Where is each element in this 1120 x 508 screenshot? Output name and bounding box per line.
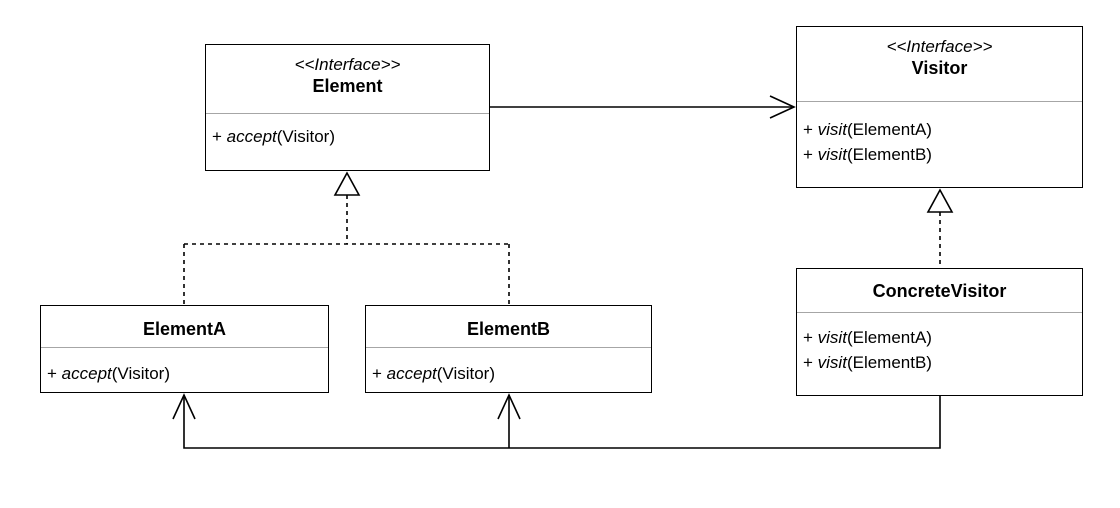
concrete-visitor-header: ConcreteVisitor	[797, 280, 1082, 302]
operation-method: visit	[817, 120, 847, 139]
visitor-interface-box[interactable]: <<Interface>> Visitor + visit(ElementA) …	[796, 26, 1083, 188]
element-b-class-box[interactable]: ElementB + accept(Visitor)	[365, 305, 652, 393]
visitor-header: <<Interface>> Visitor	[797, 37, 1082, 79]
element-operations: + accept(Visitor)	[212, 124, 485, 149]
hollow-triangle-element-icon	[333, 171, 361, 196]
element-separator	[206, 113, 489, 114]
visitor-separator	[797, 101, 1082, 102]
operation-visibility: +	[803, 353, 818, 372]
operation-visibility: +	[803, 145, 818, 164]
element-a-class-box[interactable]: ElementA + accept(Visitor)	[40, 305, 329, 393]
visitor-class-name: Visitor	[911, 58, 968, 78]
element-class-name: Element	[312, 76, 383, 96]
operation-method: visit	[817, 353, 847, 372]
open-arrowhead-element-b-icon	[497, 393, 521, 420]
element-header: <<Interface>> Element	[206, 55, 489, 97]
visitor-operation: + visit(ElementB)	[803, 142, 1078, 167]
operation-params: (Visitor)	[111, 364, 170, 383]
concrete-visitor-class-name: ConcreteVisitor	[872, 281, 1007, 301]
concrete-visitor-separator	[797, 312, 1082, 313]
hollow-triangle-visitor-icon	[926, 188, 954, 213]
element-stereotype: <<Interface>>	[294, 55, 401, 74]
concrete-visitor-operation: + visit(ElementB)	[803, 350, 1078, 375]
operation-params: (ElementB)	[846, 353, 932, 372]
visitor-operations: + visit(ElementA) + visit(ElementB)	[803, 117, 1078, 167]
operation-params: (Visitor)	[276, 127, 335, 146]
open-arrowhead-element-a-icon	[172, 393, 196, 420]
operation-visibility: +	[212, 127, 227, 146]
visitor-stereotype: <<Interface>>	[886, 37, 993, 56]
element-a-header: ElementA	[41, 318, 328, 340]
operation-method: accept	[226, 127, 277, 146]
element-a-operations: + accept(Visitor)	[47, 361, 324, 386]
concrete-visitor-operation: + visit(ElementA)	[803, 325, 1078, 350]
element-b-operations: + accept(Visitor)	[372, 361, 647, 386]
operation-method: visit	[817, 145, 847, 164]
dependency-concrete-visitor-path	[183, 395, 941, 449]
operation-visibility: +	[803, 120, 818, 139]
operation-params: (ElementB)	[846, 145, 932, 164]
visitor-operation: + visit(ElementA)	[803, 117, 1078, 142]
element-a-separator	[41, 347, 328, 348]
concrete-visitor-operations: + visit(ElementA) + visit(ElementB)	[803, 325, 1078, 375]
operation-visibility: +	[372, 364, 387, 383]
element-b-class-name: ElementB	[466, 319, 551, 339]
open-arrowhead-visitor-icon	[769, 95, 796, 119]
element-b-separator	[366, 347, 651, 348]
operation-params: (ElementA)	[846, 328, 932, 347]
operation-method: visit	[817, 328, 847, 347]
element-interface-box[interactable]: <<Interface>> Element + accept(Visitor)	[205, 44, 490, 171]
operation-params: (ElementA)	[846, 120, 932, 139]
operation-visibility: +	[47, 364, 62, 383]
operation-method: accept	[386, 364, 437, 383]
element-b-header: ElementB	[366, 318, 651, 340]
element-a-operation: + accept(Visitor)	[47, 361, 324, 386]
operation-method: accept	[61, 364, 112, 383]
element-a-class-name: ElementA	[142, 319, 227, 339]
operation-visibility: +	[803, 328, 818, 347]
element-b-operation: + accept(Visitor)	[372, 361, 647, 386]
operation-params: (Visitor)	[436, 364, 495, 383]
concrete-visitor-class-box[interactable]: ConcreteVisitor + visit(ElementA) + visi…	[796, 268, 1083, 396]
element-operation: + accept(Visitor)	[212, 124, 485, 149]
